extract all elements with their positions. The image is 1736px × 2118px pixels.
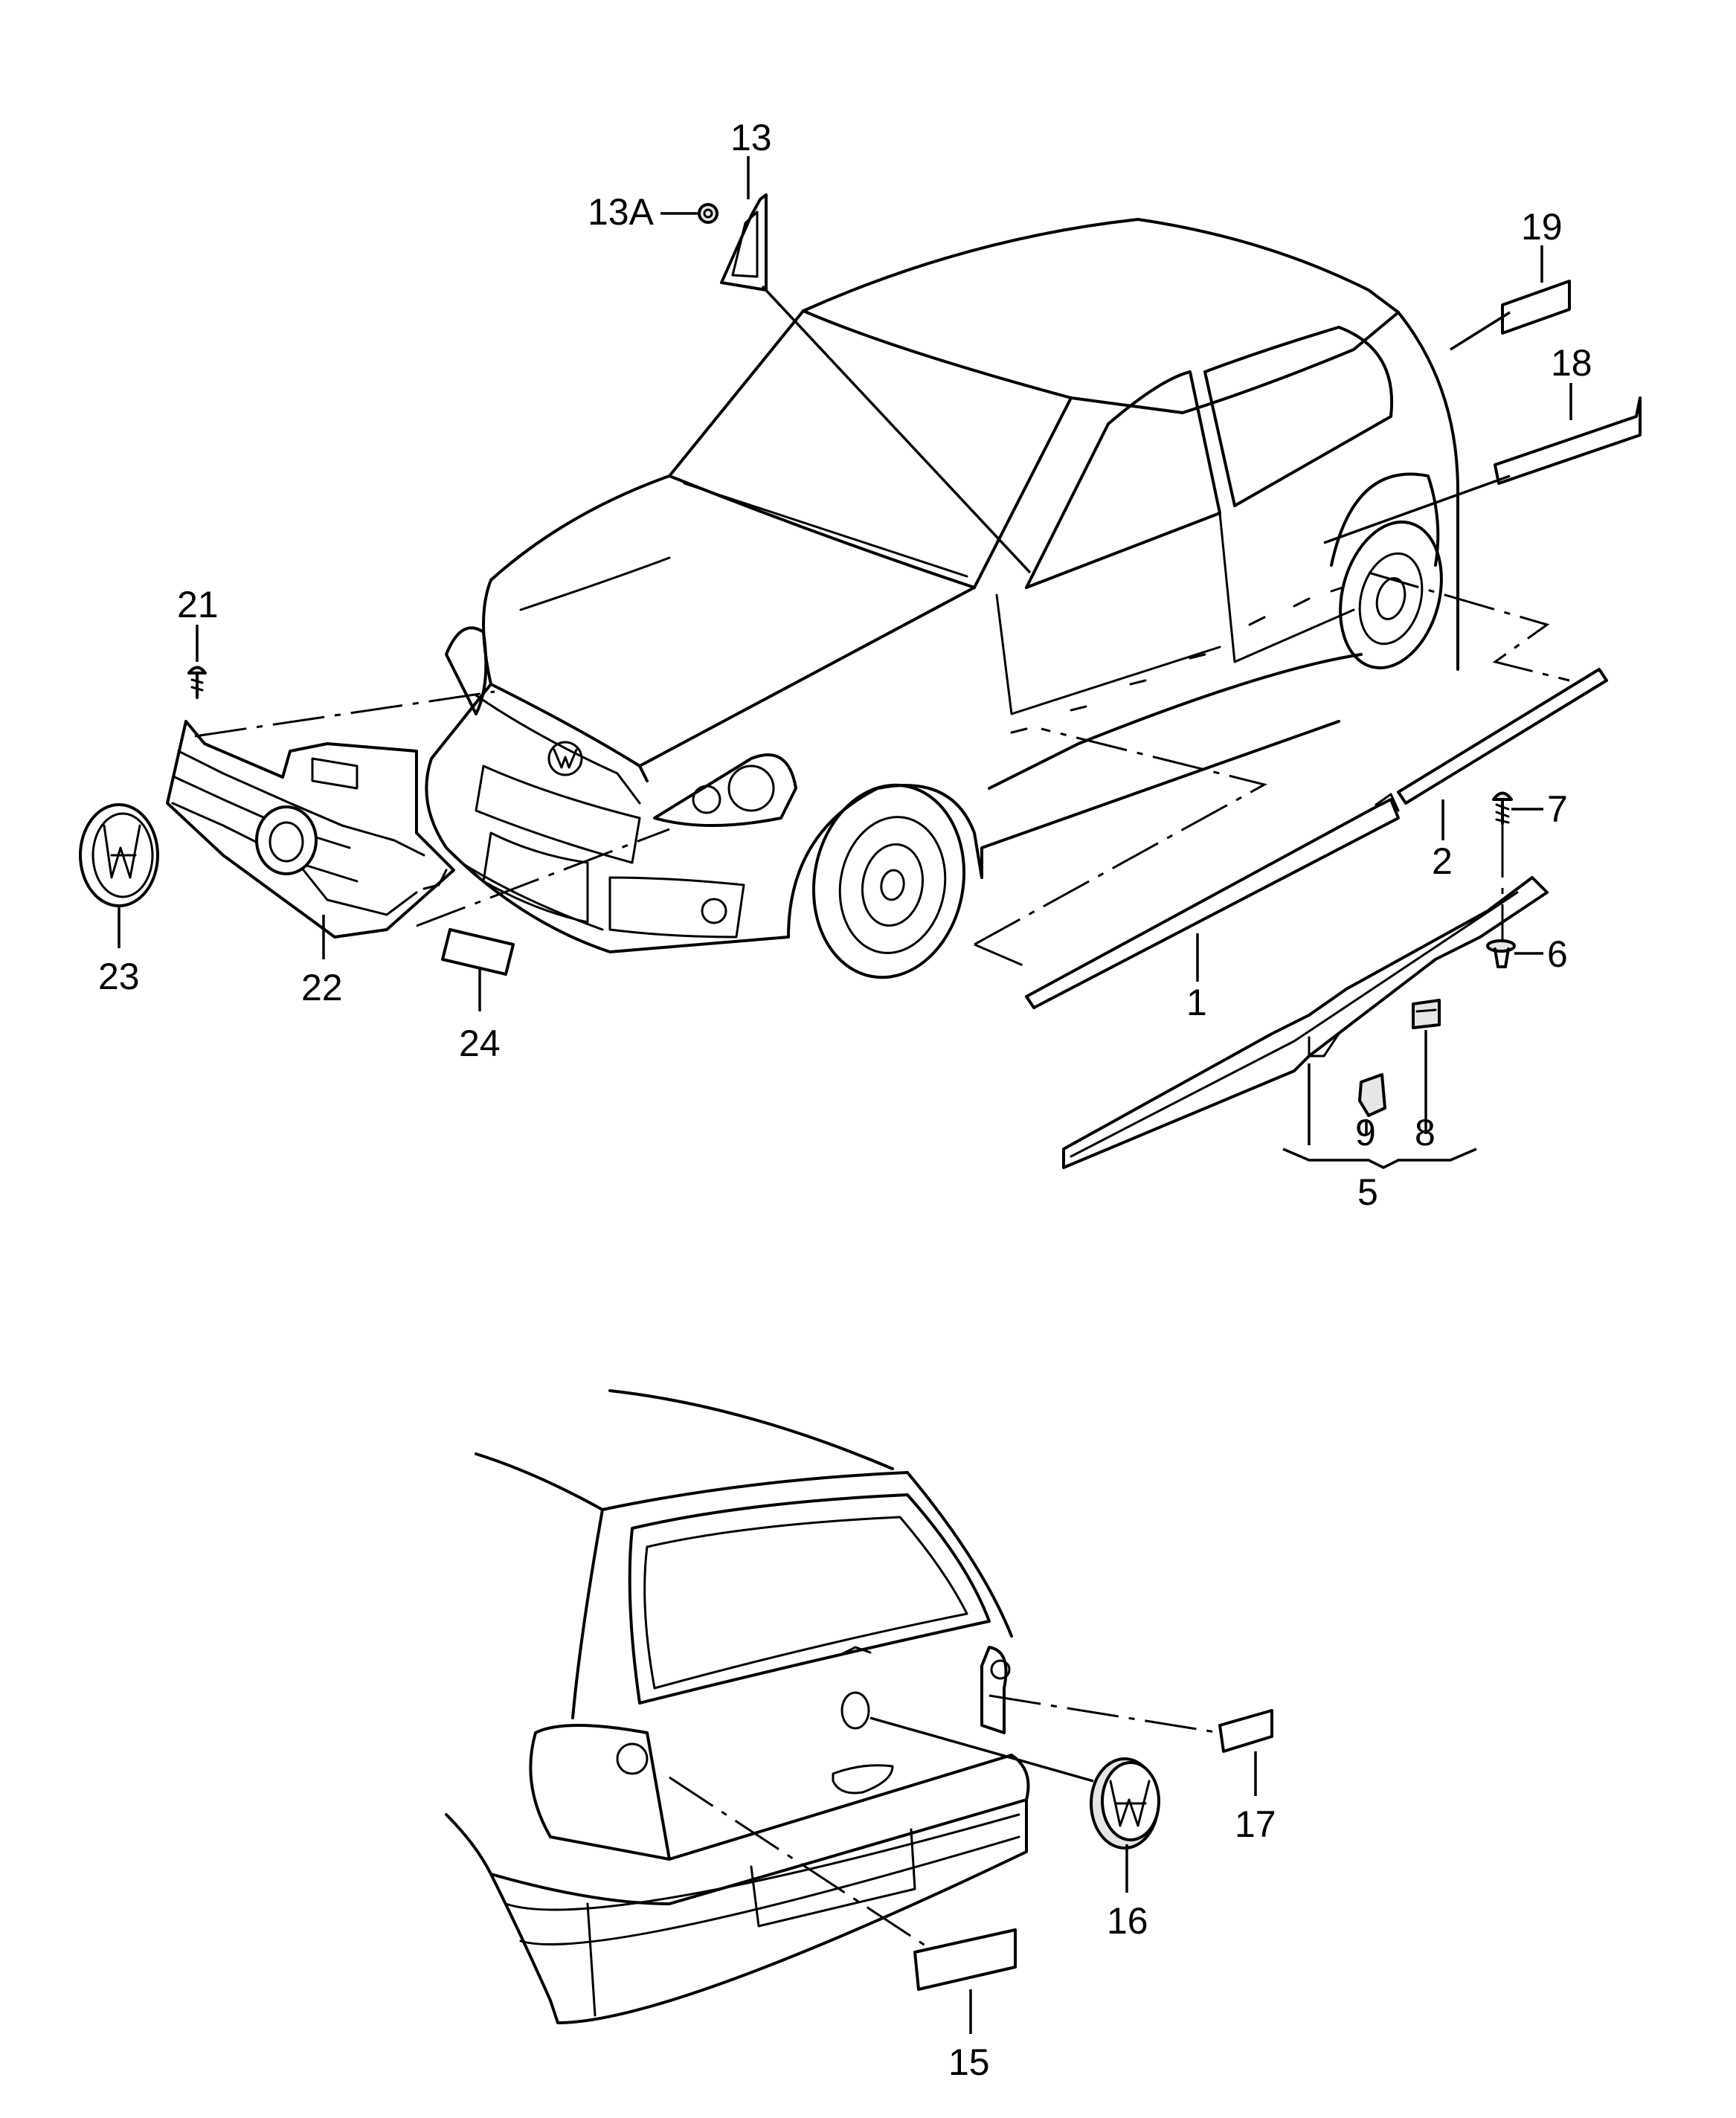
label-19 (1501, 280, 1571, 335)
trim-strip-2 (1397, 668, 1608, 805)
label-17 (1218, 1709, 1273, 1753)
leader-lines (118, 156, 1572, 2034)
callout-13a: 13A (588, 191, 655, 233)
callout-23: 23 (98, 956, 140, 997)
label-15 (913, 1928, 1017, 1991)
screw-21 (187, 666, 207, 699)
label-24 (441, 928, 515, 976)
callout-labels: 13 13A 19 18 21 23 22 24 7 6 2 1 9 8 5 1… (98, 117, 1592, 2083)
window-trim-13 (720, 193, 768, 292)
callout-2: 2 (1432, 840, 1453, 882)
label-18 (1494, 396, 1642, 485)
vw-emblem-16 (1090, 1757, 1160, 1850)
sill-trim-5 (1062, 876, 1549, 1169)
callout-22: 22 (301, 967, 343, 1008)
callout-24: 24 (459, 1023, 501, 1064)
rear-car-illustration (445, 1389, 1030, 2024)
callout-21: 21 (177, 584, 219, 625)
vw-emblem-23 (79, 803, 159, 907)
clip-13a (698, 203, 718, 224)
callout-5: 5 (1357, 1171, 1378, 1213)
grille-22 (166, 720, 455, 939)
placement-lines (194, 571, 1570, 1950)
callout-8: 8 (1415, 1112, 1436, 1153)
callout-15: 15 (948, 2041, 990, 2083)
callout-1: 1 (1186, 982, 1207, 1023)
screw-7 (1492, 791, 1513, 825)
callout-13: 13 (730, 117, 772, 158)
callout-19: 19 (1521, 206, 1563, 248)
callout-17: 17 (1235, 1803, 1276, 1845)
trim-strip-1 (1025, 798, 1400, 1009)
callout-6: 6 (1547, 933, 1568, 975)
clip-9 (1358, 1073, 1386, 1117)
callout-18: 18 (1551, 342, 1592, 384)
callout-16: 16 (1107, 1900, 1148, 1942)
front-car-illustration (425, 218, 1459, 979)
clip-6 (1486, 939, 1516, 968)
callout-9: 9 (1355, 1112, 1376, 1153)
clip-8 (1412, 999, 1441, 1029)
callout-7: 7 (1547, 788, 1568, 830)
